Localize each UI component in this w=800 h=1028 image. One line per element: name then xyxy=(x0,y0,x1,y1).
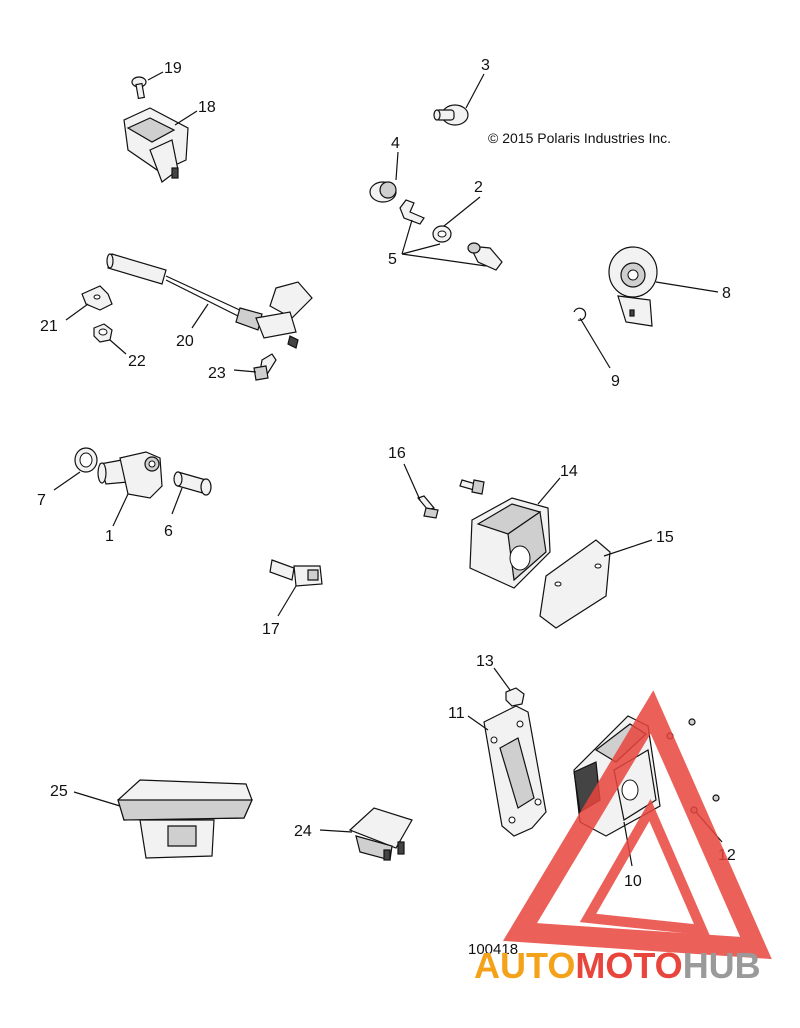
callout-2: 2 xyxy=(474,179,483,196)
callout-23: 23 xyxy=(208,365,226,382)
callout-22: 22 xyxy=(128,353,146,370)
part-17-temperature-sensor xyxy=(269,559,323,587)
watermark-word-2: MOTO xyxy=(575,945,682,986)
part-7-o-ring xyxy=(74,447,98,473)
callout-19: 19 xyxy=(164,60,182,77)
part-11-bracket xyxy=(483,705,547,837)
part-20-oxygen-sensor xyxy=(106,253,313,349)
part-5-plug xyxy=(467,242,503,271)
part-15-gasket xyxy=(539,539,611,629)
part-23-bolt xyxy=(253,353,277,381)
callout-24: 24 xyxy=(294,823,312,840)
diagram-id: 100418 xyxy=(468,941,518,958)
callout-25: 25 xyxy=(50,783,68,800)
callout-21: 21 xyxy=(40,318,58,335)
part-8-knock-sensor xyxy=(608,246,658,327)
part-14-housing xyxy=(469,497,551,589)
part-24-switch xyxy=(348,807,413,861)
part-3-bolt xyxy=(433,104,469,126)
callout-18: 18 xyxy=(198,99,216,116)
callout-10: 10 xyxy=(624,873,642,890)
part-2-washer xyxy=(432,225,452,243)
part-18-map-sensor xyxy=(123,107,189,183)
part-22-nut xyxy=(93,323,113,343)
part-16-bolts xyxy=(416,479,485,519)
part-4-cap xyxy=(369,181,397,203)
callout-7: 7 xyxy=(37,492,46,509)
part-25-module xyxy=(117,779,253,859)
watermark-word-3: HUB xyxy=(683,945,761,986)
callout-8: 8 xyxy=(722,285,731,302)
callout-16: 16 xyxy=(388,445,406,462)
callout-5: 5 xyxy=(388,251,397,268)
callout-1: 1 xyxy=(105,528,114,545)
callout-15: 15 xyxy=(656,529,674,546)
callout-11: 11 xyxy=(448,705,465,722)
part-21-clamp xyxy=(81,285,113,311)
callout-13: 13 xyxy=(476,653,494,670)
callout-9: 9 xyxy=(611,373,620,390)
part-1-speed-sensor xyxy=(97,451,163,499)
part-19-bolt xyxy=(131,76,147,100)
watermark-text: AUTOMOTOHUB xyxy=(474,945,761,986)
callout-14: 14 xyxy=(560,463,578,480)
part-13-nut xyxy=(505,687,525,707)
watermark-word-1: AUTO xyxy=(474,945,575,986)
watermark-logo xyxy=(503,690,772,960)
callout-6: 6 xyxy=(164,523,173,540)
callout-3: 3 xyxy=(481,57,490,74)
callout-4: 4 xyxy=(391,135,400,152)
copyright-text: © 2015 Polaris Industries Inc. xyxy=(488,130,671,146)
callout-20: 20 xyxy=(176,333,194,350)
part-6-sleeve xyxy=(173,471,212,496)
part-5-tab xyxy=(399,199,425,225)
callout-17: 17 xyxy=(262,621,280,638)
